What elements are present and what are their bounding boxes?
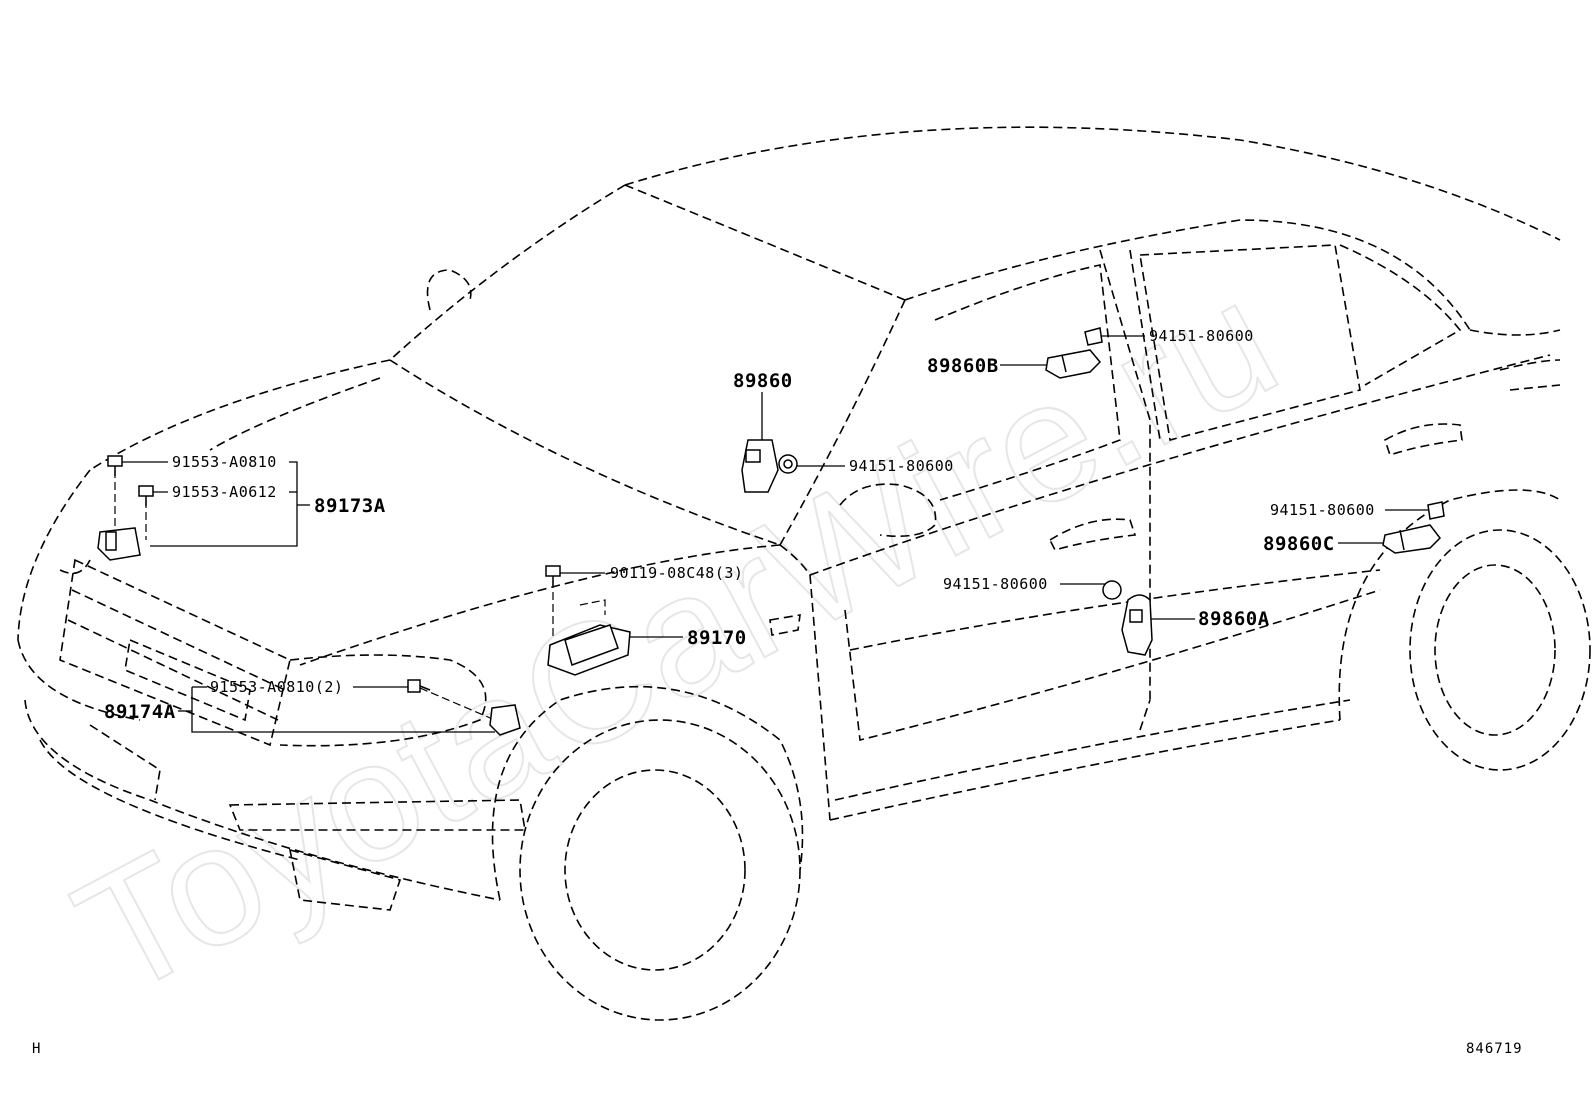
sensor-89860b-icon (1045, 349, 1102, 379)
car-outline (17, 126, 1591, 1021)
label-89174a: 89174A (104, 701, 176, 723)
sensor-89173a-icon (97, 527, 141, 561)
label-94151-right: 94151-80600 (1270, 501, 1375, 519)
sensor-89174a-icon (489, 704, 521, 736)
label-89860a: 89860A (1198, 608, 1270, 630)
diagram-number: 846719 (1466, 1041, 1523, 1057)
part-icons (97, 327, 1445, 736)
label-94151-lower: 94151-80600 (943, 575, 1048, 593)
watermark: ToyotaCarWire.ru (47, 243, 1306, 1034)
sensor-89860-icon (741, 439, 779, 493)
label-89860: 89860 (733, 370, 793, 392)
label-91553-a0612: 91553-A0612 (172, 483, 277, 501)
label-94151-top: 94151-80600 (1149, 327, 1254, 345)
label-89860b: 89860B (927, 355, 999, 377)
leader-lines (120, 335, 1428, 733)
install-lines (114, 470, 606, 721)
label-89173a: 89173A (314, 495, 386, 517)
svg-text:ToyotaCarWire.ru: ToyotaCarWire.ru (48, 244, 1305, 1033)
corner-code-left: H (32, 1041, 42, 1057)
sensor-89860a-icon (1121, 594, 1153, 656)
label-89860c: 89860C (1263, 533, 1335, 555)
ecu-89170-icon (547, 624, 631, 676)
label-91553-a0810: 91553-A0810 (172, 453, 277, 471)
label-91553-a0810-2: 91553-A0810(2) (210, 678, 344, 696)
sensor-89860c-icon (1382, 524, 1441, 554)
bolt-icon (545, 565, 561, 586)
nut-icon (1084, 327, 1103, 346)
label-94151-mid: 94151-80600 (849, 457, 954, 475)
nut-icon (1427, 501, 1445, 520)
nut-icon (1102, 580, 1122, 600)
bolt-icon (407, 679, 431, 693)
bolt-icon (107, 455, 123, 476)
label-90119-08c48: 90119-08C48(3) (610, 564, 744, 582)
bolt-icon (138, 485, 154, 506)
label-89170: 89170 (687, 627, 747, 649)
